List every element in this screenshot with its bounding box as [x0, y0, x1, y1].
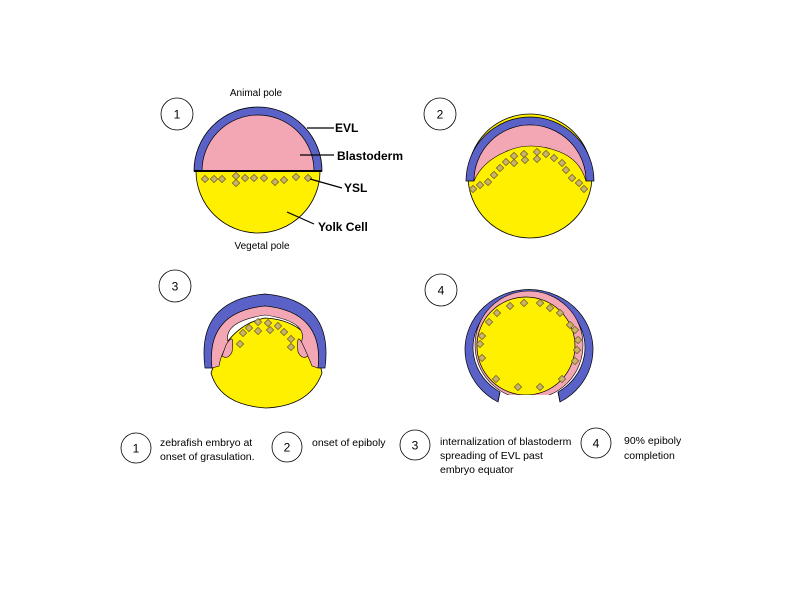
- blastoderm: [473, 124, 587, 182]
- stage-2-number: 2: [437, 108, 444, 122]
- legend-1-line1: zebrafish embryo at: [160, 437, 252, 449]
- legend-4-line1: 90% epiboly: [624, 435, 682, 447]
- svg-text:4: 4: [593, 437, 600, 451]
- evl-callout: EVL: [335, 121, 358, 135]
- legend-1-line2: onset of grasulation.: [160, 451, 255, 463]
- yolk-cell-callout: Yolk Cell: [318, 220, 368, 234]
- stage-3-embryo: 3: [158, 269, 327, 409]
- yolk-cell: [195, 170, 321, 234]
- legend-item-4: 4 90% epiboly completion: [580, 427, 682, 462]
- ysl-callout: YSL: [344, 181, 367, 195]
- legend-item-3: 3 internalization of blastoderm spreadin…: [399, 429, 572, 476]
- legend-3-line3: embryo equator: [440, 464, 514, 476]
- stage-4-number-circle: [424, 273, 458, 307]
- stage-2-embryo: 2: [423, 97, 595, 239]
- blastoderm: [201, 114, 315, 172]
- legend-item-2: 2 onset of epiboly: [271, 431, 386, 463]
- legend-item-1: 1 zebrafish embryo at onset of grasulati…: [120, 432, 255, 464]
- legend: 1 zebrafish embryo at onset of grasulati…: [120, 427, 682, 476]
- stage-4-number: 4: [438, 284, 445, 298]
- blastoderm-callout: Blastoderm: [337, 149, 403, 163]
- stage-2-number-circle: [423, 97, 457, 131]
- stage-3-number-circle: [158, 269, 192, 303]
- vegetal-pole-label: Vegetal pole: [234, 241, 289, 252]
- svg-text:2: 2: [284, 441, 291, 455]
- stage-4-embryo: 4: [424, 273, 594, 415]
- legend-2-line1: onset of epiboly: [312, 437, 386, 449]
- legend-3-line1: internalization of blastoderm: [440, 436, 572, 448]
- stage-1-embryo: 1 Animal pole EVL Blastoderm YSL Yolk Ce…: [160, 88, 403, 252]
- stage-1-number: 1: [174, 108, 181, 122]
- legend-3-line2: spreading of EVL past: [440, 450, 543, 462]
- animal-pole-label: Animal pole: [230, 88, 283, 99]
- stage-1-number-circle: [160, 97, 194, 131]
- legend-4-line2: completion: [624, 450, 675, 462]
- svg-text:1: 1: [133, 442, 140, 456]
- svg-text:3: 3: [412, 439, 419, 453]
- stage-3-number: 3: [172, 280, 179, 294]
